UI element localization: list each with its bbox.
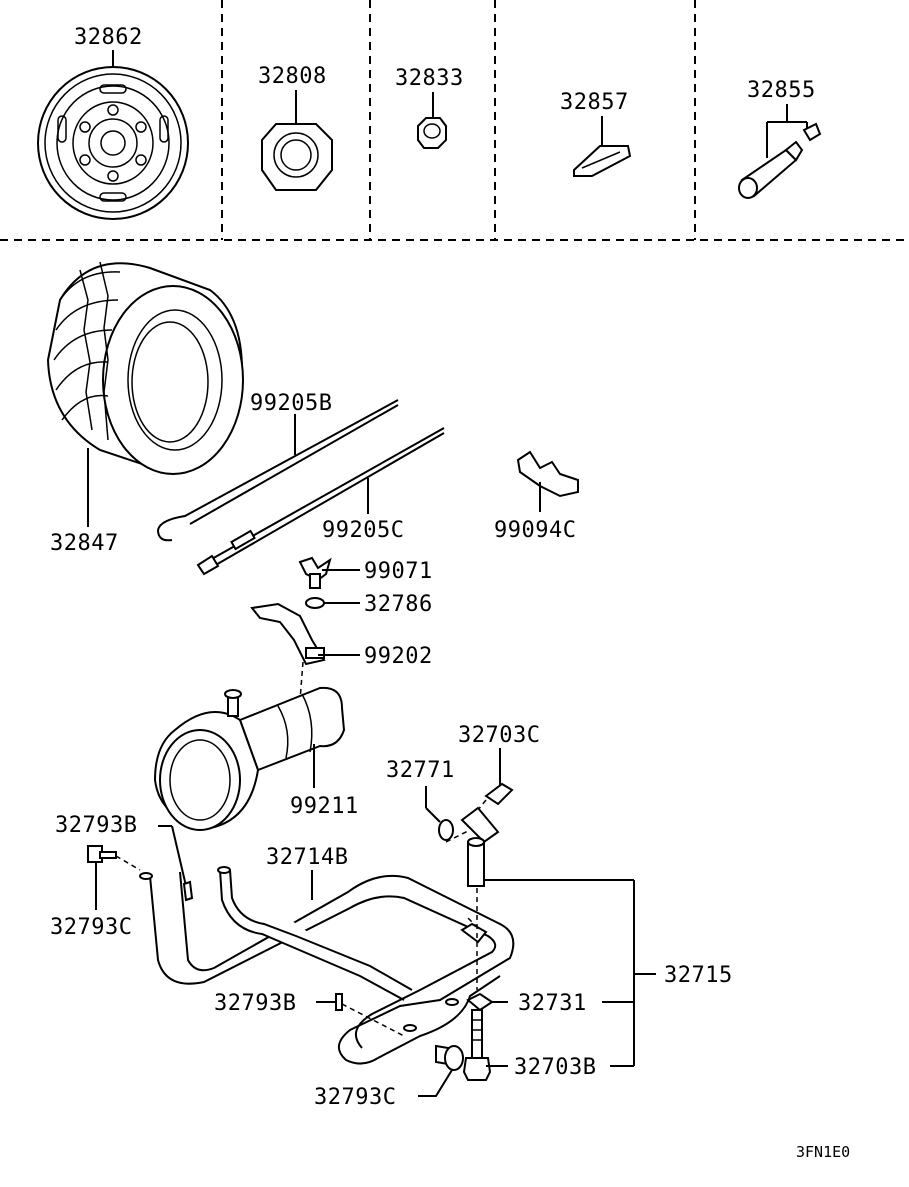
spare-tire-carrier-frame-drawing — [139, 866, 515, 1065]
balance-weight-drawing — [573, 116, 632, 177]
part-label-99202: 99202 — [364, 644, 433, 669]
wing-bolt-washer-bracket-drawing — [250, 556, 360, 701]
part-label-32793C-left: 32793C — [50, 915, 132, 940]
figure-code: 3FN1E0 — [796, 1143, 850, 1161]
valve-stem-drawing — [738, 104, 822, 199]
left-pin-bolt-drawing — [87, 825, 194, 910]
nut-plate-bolt-drawing — [462, 992, 634, 1081]
wheel-rim-drawing — [37, 50, 189, 220]
tire-drawing — [46, 261, 244, 527]
part-label-99071: 99071 — [364, 559, 433, 584]
nut-drawing — [417, 92, 447, 149]
part-label-32771: 32771 — [386, 758, 455, 783]
part-label-32793C-bottom: 32793C — [314, 1085, 396, 1110]
holder-clip-drawing — [516, 450, 579, 512]
part-label-99211: 99211 — [290, 794, 359, 819]
group-bracket-32715 — [484, 879, 656, 1066]
part-label-32714B: 32714B — [266, 845, 348, 870]
part-label-99094C: 99094C — [494, 518, 576, 543]
hub-cap-drawing — [261, 90, 333, 191]
jack-handle-rods-drawing — [156, 399, 445, 576]
part-label-32703B: 32703B — [514, 1055, 596, 1080]
part-label-32808: 32808 — [258, 64, 327, 89]
part-label-99205C: 99205C — [322, 518, 404, 543]
bottom-bolt-drawing — [418, 1044, 464, 1097]
part-label-32793B-center: 32793B — [214, 991, 296, 1016]
center-pin-drawing — [316, 993, 405, 1037]
part-label-32862: 32862 — [74, 25, 143, 50]
part-label-32715: 32715 — [664, 963, 733, 988]
part-label-32833: 32833 — [395, 66, 464, 91]
part-label-32855: 32855 — [747, 78, 816, 103]
part-label-32731: 32731 — [518, 991, 587, 1016]
part-label-99205B: 99205B — [250, 391, 332, 416]
part-label-32847: 32847 — [50, 531, 119, 556]
part-label-32786: 32786 — [364, 592, 433, 617]
section-dividers — [0, 0, 909, 241]
part-label-32857: 32857 — [560, 90, 629, 115]
bolt-cap-drawing — [425, 748, 514, 887]
part-label-32793B-left: 32793B — [55, 813, 137, 838]
part-label-32703C: 32703C — [458, 723, 540, 748]
jack-drawing — [153, 686, 346, 831]
